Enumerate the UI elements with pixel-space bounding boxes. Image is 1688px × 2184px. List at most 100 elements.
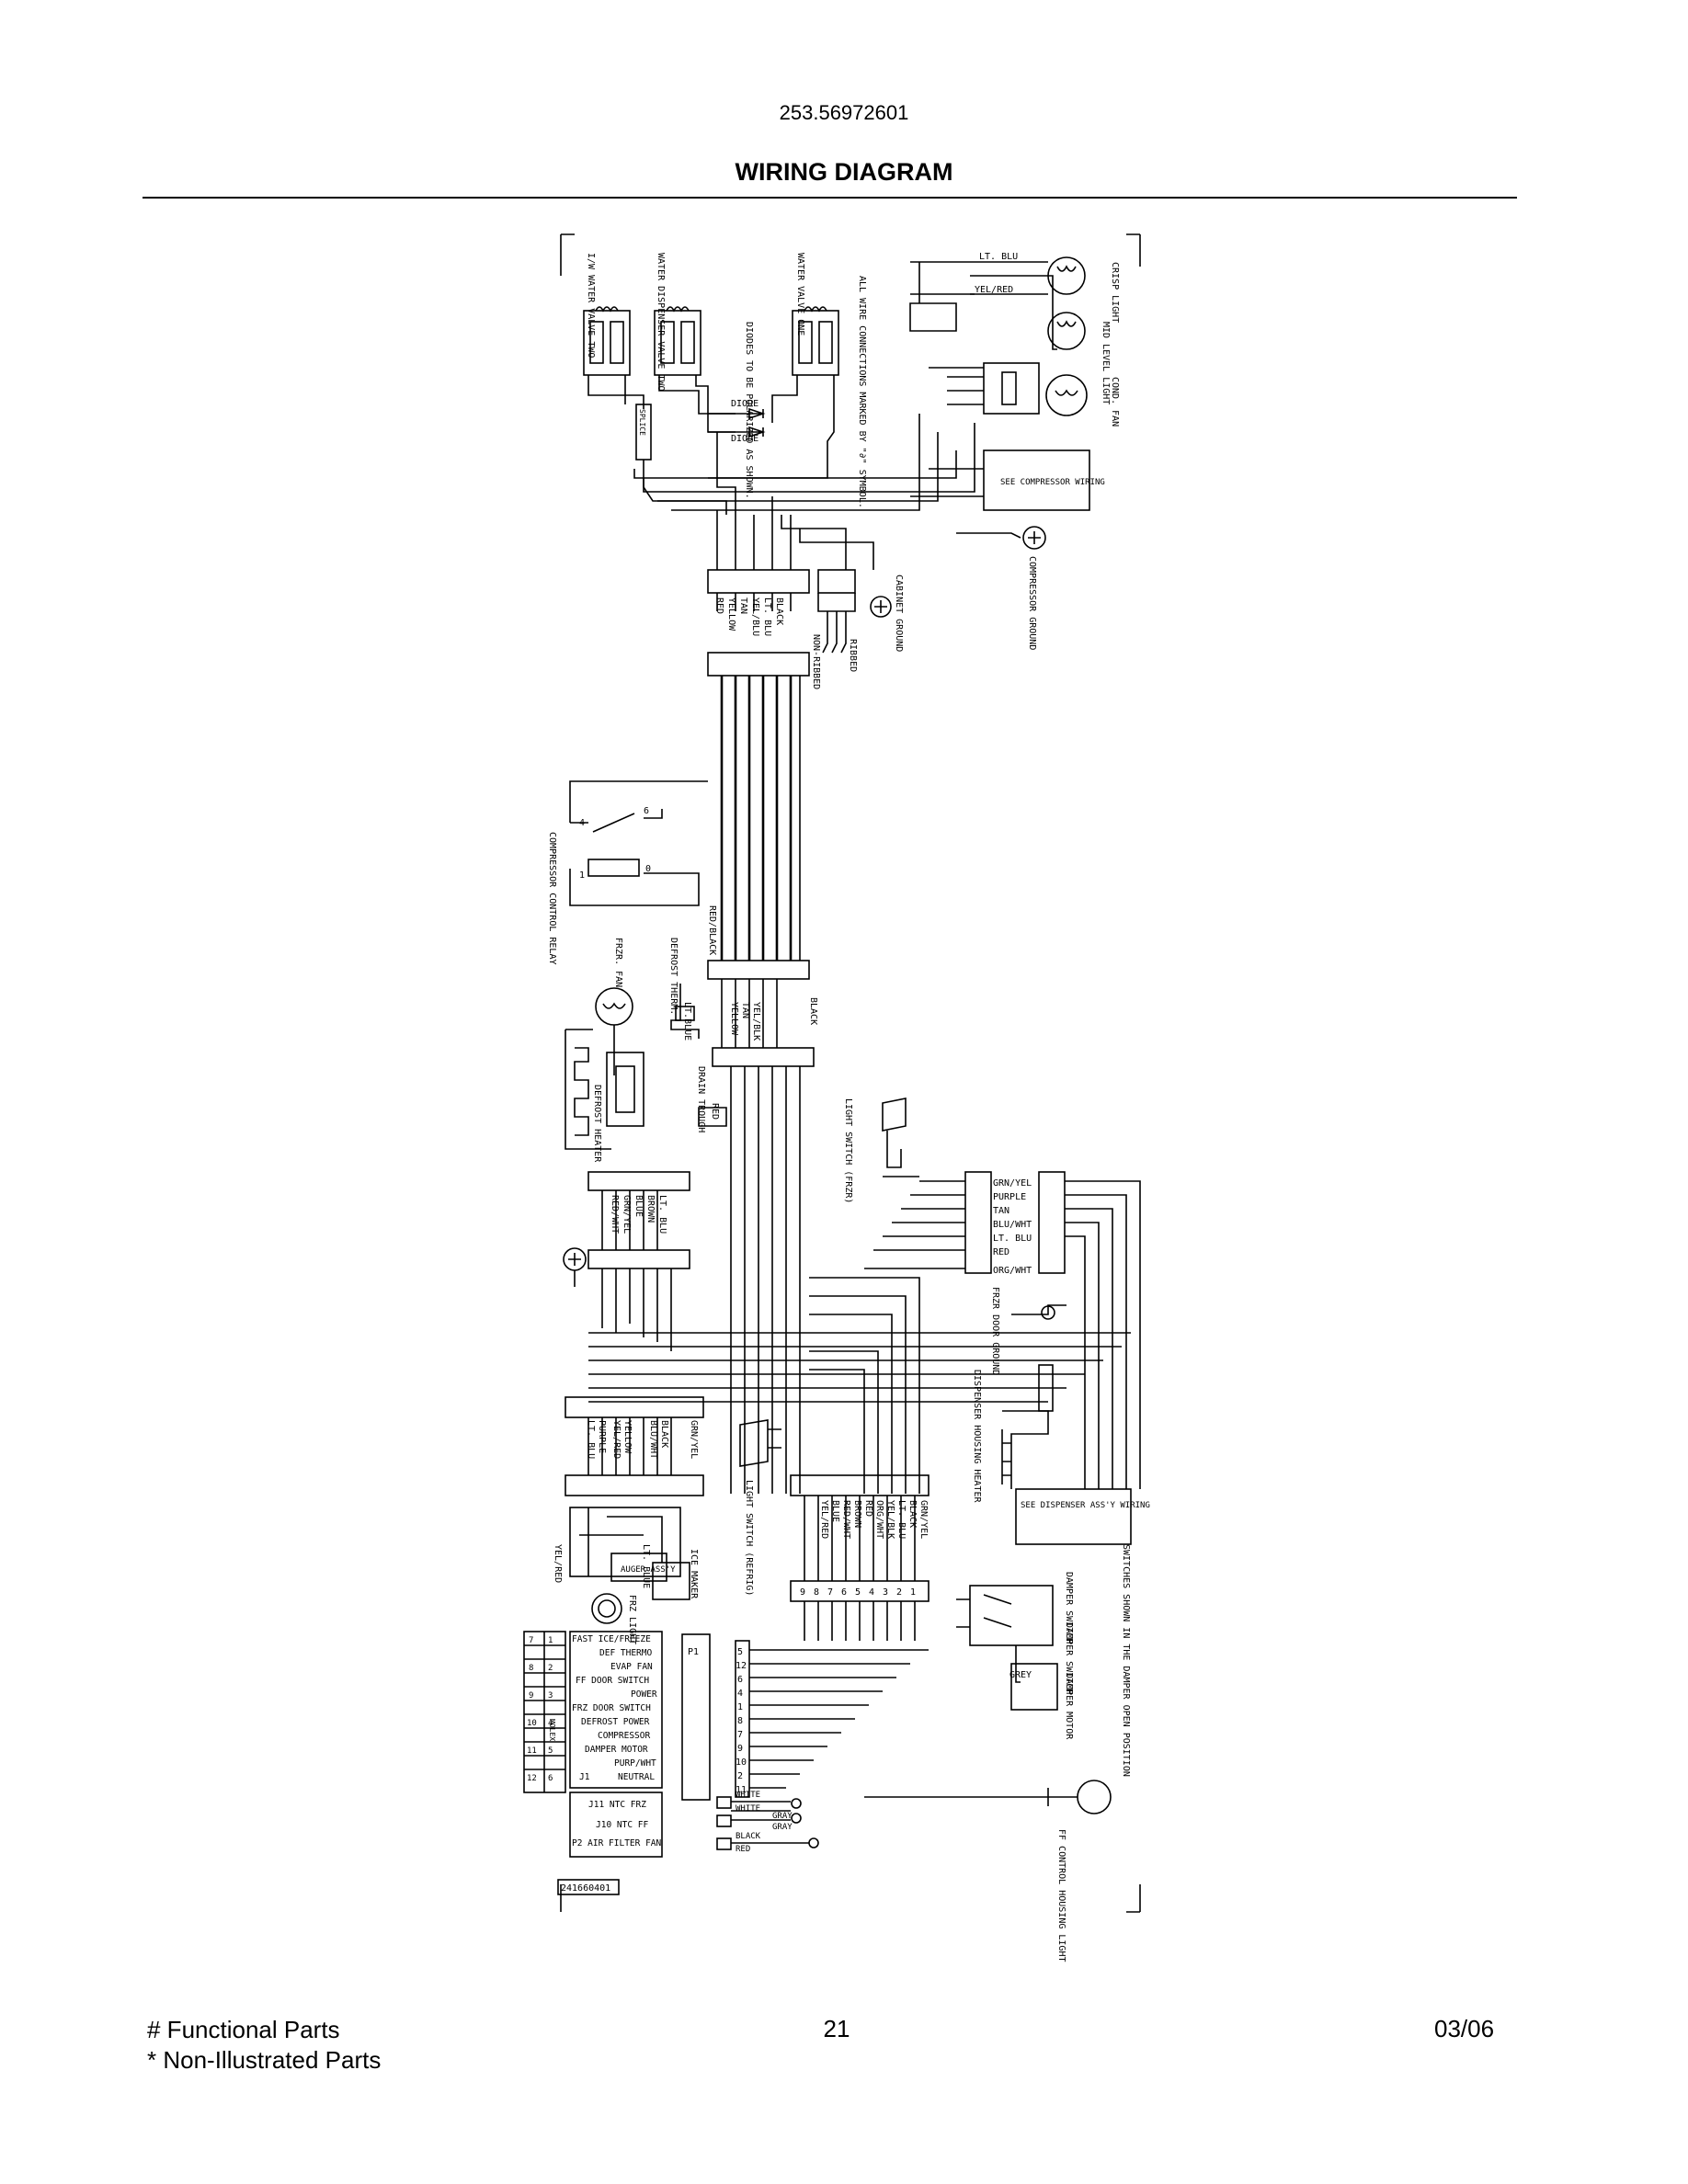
sensor-wire-gray-2: GRAY: [772, 1823, 793, 1832]
relay-pin-0: 0: [645, 864, 651, 874]
page-title: WIRING DIAGRAM: [735, 158, 953, 186]
upper-harness-black: BLACK: [774, 597, 784, 625]
ff-control-housing-light-label: FF CONTROL HOUSING LIGHT: [1056, 1829, 1066, 1962]
molex-label: MOLEX: [548, 1719, 556, 1741]
p1-pin-8: 9: [737, 1744, 743, 1754]
auger-label: AUGER ASS'Y: [621, 1565, 676, 1575]
pin-func-7: DEFROST POWER: [581, 1717, 650, 1727]
lt-blue-label: LT.BLUE: [682, 1002, 692, 1041]
p1-pin-6: 8: [737, 1716, 743, 1726]
upper-harness-yelblu: YEL/BLU: [750, 597, 760, 636]
frzr-fan-label: FRZR. FAN: [613, 938, 623, 987]
valve-label-one: WATER VALVE ONE: [795, 253, 805, 336]
splice-label: SPLICE: [638, 409, 646, 436]
molex-5: 5: [548, 1746, 553, 1756]
right-harness-tan: TAN: [993, 1206, 1009, 1216]
sensor-wire-white-1: WHITE: [736, 1791, 760, 1800]
lower-harness-b-yelblk: YEL/BLK: [885, 1500, 895, 1539]
model-number: 253.56972601: [779, 101, 909, 124]
yel-red-label: YEL/RED: [553, 1544, 563, 1583]
mid-level-light-label: MID LEVEL LIGHT: [1101, 322, 1111, 404]
lower-harness-b-redwht: RED/WHT: [841, 1500, 851, 1539]
diagram-part-number: 241660401: [561, 1883, 610, 1894]
grey-label: GREY: [1009, 1670, 1032, 1680]
right-harness-red: RED: [993, 1247, 1009, 1257]
lower-harness-a-bluwht: BLU/WHT: [648, 1420, 658, 1459]
p1-pin-2: 12: [736, 1661, 747, 1671]
frzr-door-ground-label: FRZR DOOR GROUND: [990, 1287, 1000, 1375]
defrost-heater-label: DEFROST HEATER: [592, 1085, 602, 1163]
p1-pin-7: 7: [737, 1730, 743, 1740]
p1-pin-10: 2: [737, 1771, 743, 1781]
right-harness-ltblu: LT. BLU: [993, 1234, 1032, 1244]
conn-pin-top-7: 7: [827, 1587, 833, 1598]
lower-harness-b-ltblu: LT. BLU: [896, 1500, 907, 1539]
note-switches: SWITCHES SHOWN IN THE DAMPER OPEN POSITI…: [1121, 1544, 1131, 1777]
lt-blue2-label: LT. BLUE: [641, 1544, 651, 1588]
molex-8: 8: [529, 1664, 533, 1673]
lower-harness-b-orgwht: ORG/WHT: [874, 1500, 884, 1539]
pin-func-5: POWER: [631, 1689, 657, 1700]
pin-func-6: FRZ DOOR SWITCH: [572, 1703, 651, 1713]
mid-harness-tan: TAN: [740, 1002, 750, 1018]
sensor-p2: P2 AIR FILTER FAN: [572, 1838, 662, 1848]
diode-label-1: DIODE: [731, 399, 758, 409]
relay-pin-1: 1: [579, 870, 585, 881]
lower-harness-a-ltblu: LT. BLU: [586, 1420, 596, 1459]
molex-10: 10: [527, 1719, 537, 1728]
pin-func-8: COMPRESSOR: [598, 1731, 650, 1741]
sensor-j10: J10 NTC FF: [596, 1820, 648, 1830]
p1-label: P1: [688, 1647, 699, 1657]
p1-pin-11: 11: [736, 1785, 747, 1795]
molex-1: 1: [548, 1636, 553, 1645]
lower-harness-b-yelred: YEL/RED: [819, 1500, 829, 1539]
light-switch-refrig-label: LIGHT SWITCH (REFRIG): [744, 1480, 754, 1596]
relay-pin-4: 4: [579, 818, 585, 828]
lower-harness-a-purple: PURPLE: [597, 1420, 607, 1453]
dispenser-housing-heater-label: DISPENSER HOUSING HEATER: [972, 1370, 982, 1503]
lower-left-redwht: RED/WHT: [610, 1195, 620, 1234]
molex-6: 6: [548, 1774, 553, 1783]
pin-func-4: FF DOOR SWITCH: [576, 1676, 649, 1686]
sensor-wire-white-2: WHITE: [736, 1804, 760, 1814]
compressor-relay-label: COMPRESSOR CONTROL RELAY: [547, 832, 557, 965]
pin-func-11: NEUTRAL: [618, 1772, 655, 1782]
pin-func-2: DEF THERMO: [599, 1648, 652, 1658]
pin-func-3: EVAP FAN: [610, 1662, 653, 1672]
wire-lt-blu-top: LT. BLU: [979, 252, 1018, 262]
see-dispenser-wiring: SEE DISPENSER ASS'Y WIRING: [1021, 1501, 1150, 1510]
lower-harness-b-black: BLACK: [907, 1500, 918, 1528]
page-number: 21: [823, 2015, 850, 2042]
molex-2: 2: [548, 1664, 553, 1673]
right-harness-purple: PURPLE: [993, 1192, 1026, 1202]
p1-pin-3: 6: [737, 1675, 743, 1685]
conn-pin-top-5: 5: [855, 1587, 861, 1598]
lower-left-blue: BLUE: [633, 1195, 644, 1217]
right-harness-orgwht: ORG/WHT: [993, 1266, 1032, 1276]
note-connections: ALL WIRE CONNECTIONS MARKED BY "∂" SYMBO…: [857, 276, 867, 508]
mid-harness-yelblk: YEL/BLK: [751, 1002, 761, 1041]
non-ribbed-label: NON-RIBBED: [811, 634, 821, 689]
see-compressor-wiring: SEE COMPRESSOR WIRING: [1000, 478, 1105, 487]
pin-func-9: DAMPER MOTOR: [585, 1745, 648, 1755]
ice-maker-label: ICE MAKER: [689, 1549, 699, 1599]
j1-label: J1: [579, 1772, 590, 1782]
black-label: BLACK: [808, 997, 818, 1025]
defrost-therm-label: DEFROST THERM.: [668, 938, 679, 1015]
molex-11: 11: [527, 1746, 537, 1756]
note-diodes: DIODES TO BE POLARIZED AS SHOWN.: [744, 322, 754, 499]
lower-harness-b-red: RED: [863, 1500, 873, 1517]
valve-coils: [583, 306, 839, 376]
title-rule: [143, 197, 1517, 199]
valve-label-dispenser: WATER DISPENSER VALVE TWO: [656, 253, 666, 392]
lower-harness-a-grnyel: GRN/YEL: [689, 1420, 699, 1459]
wire-yel-red-top: YEL/RED: [975, 285, 1013, 295]
damper-switch-1-label: DAMPER SWITCH: [1064, 1572, 1074, 1644]
upper-harness-yellow: YELLOW: [726, 597, 736, 631]
cabinet-ground-label: CABINET GROUND: [894, 574, 904, 652]
sensor-j11: J11 NTC FRZ: [588, 1800, 646, 1810]
sensor-wire-red: RED: [736, 1845, 750, 1854]
lower-harness-b-brown: BROWN: [852, 1500, 862, 1528]
damper-switch-2-label: DAMPER SWITCH: [1064, 1622, 1074, 1694]
